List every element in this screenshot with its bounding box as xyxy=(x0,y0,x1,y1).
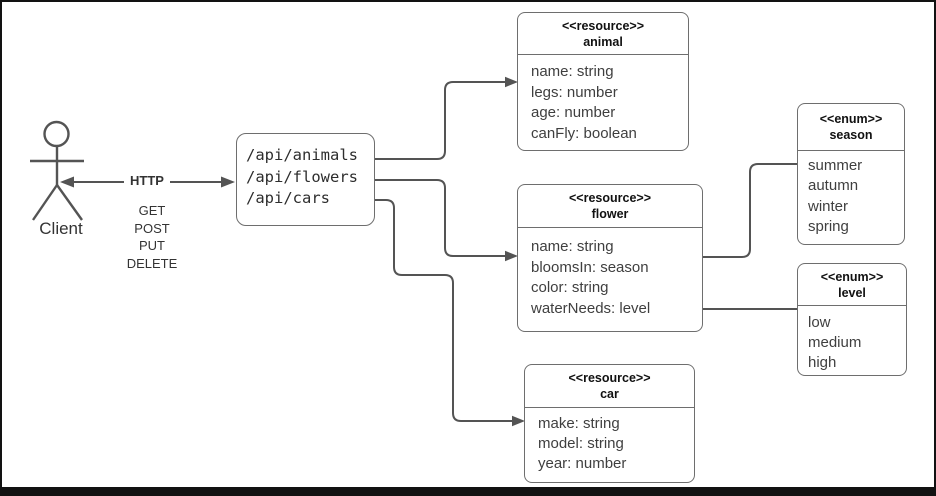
stereotype-label: <<enum>> xyxy=(819,112,883,126)
stereotype-label: <<resource>> xyxy=(561,18,644,33)
field: model: string xyxy=(538,435,624,452)
box-fields: summer autumn winter spring xyxy=(798,151,904,237)
field: year: number xyxy=(538,455,627,472)
enum-value: winter xyxy=(808,197,849,215)
box-name: car xyxy=(600,387,619,401)
stereotype-label: <<resource>> xyxy=(568,371,651,385)
box-name: level xyxy=(838,285,866,300)
connector-flower-season xyxy=(703,163,797,258)
enum-box-level: <<enum>> level low medium high xyxy=(797,263,907,376)
box-name: animal xyxy=(583,34,623,49)
enum-value: high xyxy=(808,353,837,371)
box-fields: low medium high xyxy=(798,306,906,372)
box-name: season xyxy=(829,128,873,142)
api-endpoints-box: /api/animals /api/flowers /api/cars xyxy=(236,133,375,226)
api-endpoint: /api/animals xyxy=(246,146,358,164)
box-header: <<enum>> level xyxy=(798,264,906,306)
enum-value: spring xyxy=(808,217,849,235)
field: canFly: boolean xyxy=(531,124,637,142)
enum-value: summer xyxy=(808,157,863,174)
connector-api-car xyxy=(375,199,525,427)
box-fields: make: string model: string year: number xyxy=(525,408,694,474)
field: bloomsIn: season xyxy=(531,258,649,276)
box-header: <<resource>> car xyxy=(525,365,694,408)
resource-box-flower: <<resource>> flower name: string bloomsI… xyxy=(517,184,703,332)
http-method: POST xyxy=(134,220,170,236)
box-name: flower xyxy=(591,207,629,221)
box-header: <<enum>> season xyxy=(798,104,904,151)
box-header: <<resource>> flower xyxy=(518,185,702,228)
http-method: PUT xyxy=(139,238,165,253)
field: color: string xyxy=(531,279,609,297)
field: legs: number xyxy=(531,83,618,101)
field: age: number xyxy=(531,104,616,121)
stereotype-label: <<enum>> xyxy=(820,269,884,284)
resource-box-car: <<resource>> car make: string model: str… xyxy=(524,364,695,483)
resource-box-animal: <<resource>> animal name: string legs: n… xyxy=(517,12,689,151)
field: make: string xyxy=(538,415,620,432)
http-methods-list: GET POST PUT DELETE xyxy=(112,202,192,272)
enum-value: autumn xyxy=(808,177,859,195)
http-method: DELETE xyxy=(126,255,178,271)
api-endpoint: /api/flowers xyxy=(246,167,358,186)
client-actor-icon xyxy=(30,120,84,221)
client-actor-label: Client xyxy=(39,219,83,238)
field: name: string xyxy=(531,63,614,80)
enum-box-season: <<enum>> season summer autumn winter spr… xyxy=(797,103,905,245)
box-header: <<resource>> animal xyxy=(518,13,688,55)
box-fields: name: string legs: number age: number ca… xyxy=(518,55,688,144)
http-arrow-label: HTTP xyxy=(124,173,170,188)
stereotype-label: <<resource>> xyxy=(568,191,651,205)
api-endpoint: /api/cars xyxy=(246,189,330,207)
box-fields: name: string bloomsIn: season color: str… xyxy=(518,228,702,319)
field: waterNeeds: level xyxy=(531,299,651,317)
http-method: GET xyxy=(138,203,166,218)
enum-value: low xyxy=(808,314,831,331)
enum-value: medium xyxy=(808,333,862,351)
connector-api-flower xyxy=(375,179,518,262)
field: name: string xyxy=(531,238,614,255)
connector-api-animal xyxy=(375,76,518,160)
